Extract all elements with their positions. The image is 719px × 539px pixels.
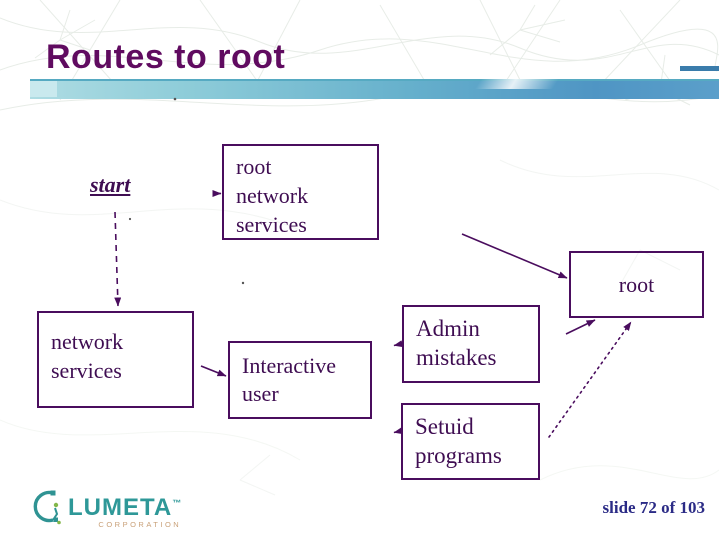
node-label-line: mistakes: [416, 345, 497, 370]
lumeta-logo-subtext: CORPORATION: [98, 520, 182, 529]
lumeta-logo-icon: [33, 490, 61, 525]
title-underline-bar-cap: [30, 81, 57, 97]
lumeta-logo-text: LUMETA™: [68, 491, 181, 520]
node-label-line: services: [51, 358, 122, 383]
brand-name: LUMETA: [68, 494, 173, 521]
node-label-line: programs: [415, 443, 502, 468]
node-label-line: network: [236, 183, 309, 208]
node-root-network-services: root network services: [222, 144, 379, 240]
node-label-line: root: [618, 272, 655, 297]
title-underline-bar-tail: [680, 66, 719, 71]
node-label-line: user: [242, 381, 279, 406]
start-label: start: [90, 172, 131, 197]
node-setuid-programs: Setuid programs: [401, 403, 540, 480]
node-root: root: [569, 251, 704, 318]
node-label-line: root: [236, 154, 272, 179]
node-interactive-user: Interactive user: [228, 341, 372, 419]
node-label-line: Setuid: [415, 414, 474, 439]
node-label-line: network: [51, 329, 124, 354]
node-label-line: Interactive: [242, 353, 337, 378]
title-underline-bar: [30, 79, 719, 99]
trademark-symbol: ™: [172, 498, 182, 508]
node-label-line: services: [236, 212, 307, 237]
slide-number: slide 72 of 103: [602, 498, 705, 517]
node-admin-mistakes: Admin mistakes: [402, 305, 540, 383]
node-label-line: Admin: [416, 316, 480, 341]
title-underline-bar-highlight: [474, 79, 560, 89]
node-network-services: network services: [37, 311, 194, 408]
lumeta-logo: LUMETA™ CORPORATION: [26, 486, 181, 529]
page-title: Routes to root: [46, 38, 286, 76]
